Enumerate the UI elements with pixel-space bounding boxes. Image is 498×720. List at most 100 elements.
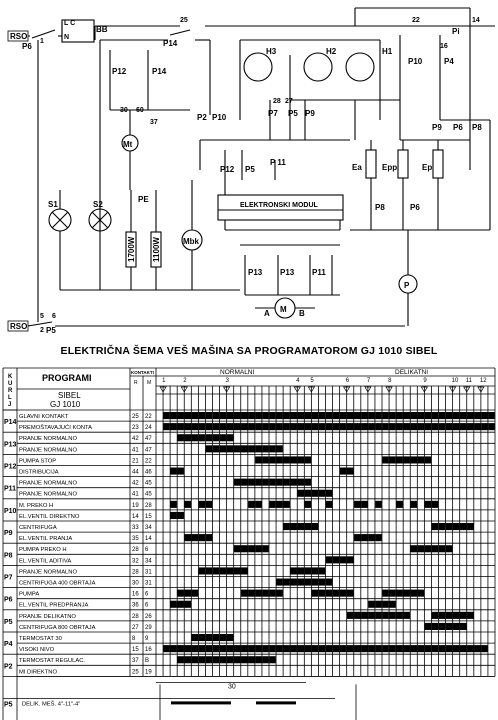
cell-on: [262, 412, 269, 420]
cell-on: [262, 423, 269, 431]
cell-on: [297, 423, 305, 431]
cell-on: [332, 645, 340, 653]
col-k-5: J: [8, 402, 11, 408]
cell-on: [283, 500, 290, 508]
label-p10: P10: [408, 57, 423, 66]
cell-on: [346, 556, 354, 564]
cell-on: [290, 567, 297, 575]
cell-on: [255, 656, 262, 664]
cell-on: [481, 412, 488, 420]
label-p14: P14: [152, 67, 167, 76]
step-number: 12: [480, 378, 487, 384]
cell-on: [438, 611, 446, 619]
cell-on: [311, 423, 319, 431]
step-marker: [180, 386, 188, 393]
cell-on: [410, 589, 418, 597]
row-description: PRANJE NORMALNO: [19, 569, 77, 575]
label-n60: 60: [136, 107, 144, 114]
label-n27: 27: [285, 98, 293, 105]
cell-on: [241, 567, 248, 575]
cell-on: [389, 423, 396, 431]
cell-on: [339, 645, 347, 653]
cell-on: [445, 645, 453, 653]
timing-span-label: 30: [228, 683, 236, 690]
step-marker: [463, 386, 471, 393]
cell-on: [290, 478, 297, 486]
cell-on: [417, 589, 425, 597]
label-p5c: P5: [245, 165, 255, 174]
col-sibel: SIBEL: [58, 391, 81, 400]
cell-on: [382, 600, 389, 608]
step-number: 4: [296, 378, 300, 384]
cell-on: [459, 523, 467, 531]
cell-on: [346, 611, 354, 619]
cell-on: [290, 523, 297, 531]
cell-on: [177, 423, 184, 431]
cell-on: [262, 456, 269, 464]
row-radni: 36: [132, 603, 139, 609]
cell-on: [438, 545, 446, 553]
cell-on: [205, 634, 213, 642]
cell-on: [226, 634, 234, 642]
cell-on: [332, 423, 340, 431]
cell-on: [177, 467, 184, 475]
cell-on: [255, 500, 262, 508]
cell-on: [297, 456, 305, 464]
label-mbk: Mbk: [183, 237, 200, 246]
row-mirni: 46: [145, 470, 152, 476]
row-mirni: 9: [145, 636, 149, 642]
label-p5b: P5: [288, 109, 298, 118]
cell-on: [325, 589, 333, 597]
cell-on: [212, 634, 220, 642]
cell-on: [424, 500, 432, 508]
cell-on: [481, 423, 488, 431]
cell-on: [410, 545, 418, 553]
cell-on: [262, 656, 269, 664]
row-description: PRANJE NORMALNO: [19, 447, 77, 453]
label-n: N: [64, 34, 69, 41]
row-mirni: 16: [145, 647, 152, 653]
row-mirni: 45: [145, 492, 152, 498]
cell-on: [318, 645, 326, 653]
cell-on: [304, 456, 312, 464]
row-radni: 21: [132, 458, 139, 464]
cell-on: [191, 423, 199, 431]
cell-on: [339, 467, 347, 475]
cell-on: [276, 456, 283, 464]
cell-on: [354, 534, 361, 542]
label-rso-top: RSO: [10, 32, 27, 41]
cell-on: [417, 456, 425, 464]
col-k-2: U: [8, 381, 12, 387]
cell-on: [241, 656, 248, 664]
step-marker: [364, 386, 372, 393]
label-n37: 37: [150, 119, 158, 126]
cell-on: [304, 478, 312, 486]
cell-on: [332, 556, 340, 564]
cell-on: [438, 423, 446, 431]
label-bb: BB: [96, 25, 108, 34]
cell-on: [198, 645, 206, 653]
cell-on: [325, 412, 333, 420]
cell-on: [248, 445, 255, 453]
cell-on: [354, 611, 361, 619]
cell-on: [375, 645, 382, 653]
cell-on: [459, 423, 467, 431]
cell-on: [184, 500, 192, 508]
cell-on: [410, 456, 418, 464]
cell-on: [445, 611, 453, 619]
cell-on: [198, 656, 206, 664]
row-description: TERMOSTAT REGULAC.: [19, 658, 85, 664]
row-description: M. PREKO H: [19, 503, 53, 509]
cell-on: [233, 567, 241, 575]
cell-on: [452, 645, 460, 653]
cell-on: [198, 500, 206, 508]
cell-on: [424, 645, 432, 653]
row-contact-label: P7: [4, 575, 13, 582]
step-number: 10: [452, 378, 459, 384]
row-mirni: 6: [145, 592, 149, 598]
cell-on: [438, 622, 446, 630]
cell-on: [290, 578, 297, 586]
cell-on: [205, 534, 213, 542]
cell-on: [431, 500, 439, 508]
cell-on: [304, 500, 312, 508]
